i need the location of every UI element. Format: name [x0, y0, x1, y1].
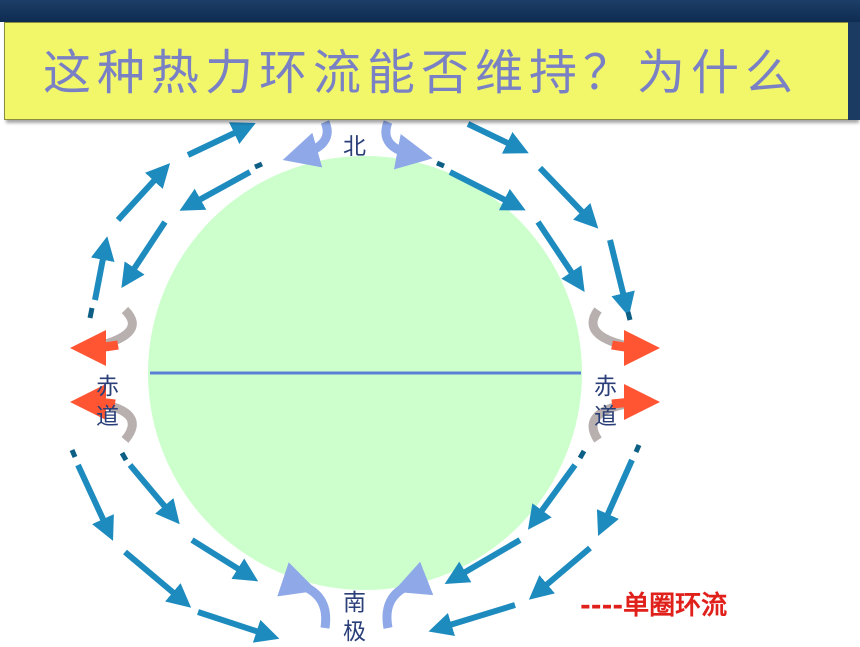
arrow	[596, 458, 635, 536]
arrow-tail-dashes	[69, 160, 642, 462]
arrow	[121, 220, 168, 289]
inner-flow-arrows	[121, 169, 585, 585]
arrow	[90, 236, 115, 301]
arrow	[528, 545, 592, 600]
south-pole-label-1: 南	[343, 590, 366, 616]
arrow	[535, 220, 585, 292]
page-title: 这种热力环流能否维持？为什么	[43, 45, 800, 101]
arrow	[607, 239, 635, 317]
legend-caption: ----单圈环流	[580, 591, 728, 621]
arrow	[428, 602, 516, 636]
equator-left-curved-arrows	[70, 306, 137, 443]
arrow	[448, 169, 526, 211]
rising-air-arrow-right	[382, 561, 434, 629]
sinking-air-arrow-right	[381, 120, 433, 170]
north-pole-curved-arrows	[282, 120, 433, 170]
arrow	[444, 537, 522, 585]
arrow	[466, 121, 529, 154]
equator-right-label-1: 赤	[594, 374, 617, 400]
rising-air-arrow-left	[277, 562, 331, 629]
arrow	[186, 122, 256, 158]
arrow	[527, 463, 578, 530]
south-pole-curved-arrows	[277, 561, 434, 629]
equator-left-label-1: 赤	[96, 374, 119, 400]
arrow	[75, 463, 114, 541]
title-box: 这种热力环流能否维持？为什么	[4, 22, 857, 120]
top-band	[0, 0, 860, 22]
equator-right-label-2: 道	[594, 404, 617, 430]
arrow	[190, 537, 259, 582]
arrow	[179, 169, 252, 211]
rising-air-arrow-red	[70, 329, 119, 366]
arrow	[115, 163, 171, 223]
arrow	[197, 609, 280, 643]
equator-left-label-2: 道	[96, 404, 119, 430]
sinking-air-arrow-left	[282, 120, 332, 168]
arrow	[123, 549, 192, 608]
rising-air-arrow-red	[70, 384, 116, 421]
arrow	[127, 463, 180, 525]
rising-air-arrow-red	[611, 329, 660, 366]
north-pole-label: 北	[343, 134, 366, 160]
arrow	[537, 165, 599, 229]
outer-flow-arrows	[75, 121, 635, 643]
title-right-band	[848, 22, 860, 120]
rising-air-arrow-red	[611, 384, 660, 421]
south-pole-label-2: 极	[343, 619, 366, 645]
equator-right-curved-arrows	[588, 307, 660, 443]
